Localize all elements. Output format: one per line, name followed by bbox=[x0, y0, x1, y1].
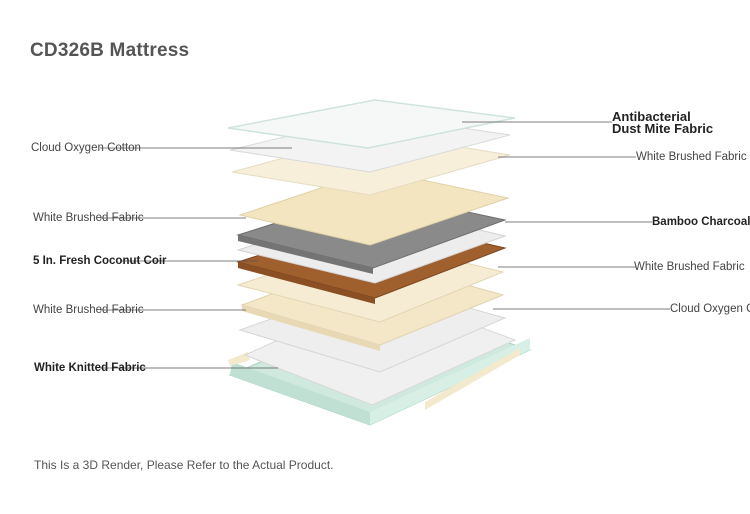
label-coconut-coir: 5 In. Fresh Coconut Coir bbox=[33, 255, 167, 267]
label-white-brushed-fabric-left-1: White Brushed Fabric bbox=[33, 212, 144, 224]
label-antibacterial-line2: Dust Mite Fabric bbox=[612, 121, 714, 136]
label-bamboo-charcoal: Bamboo Charcoal bbox=[652, 216, 750, 228]
label-white-knitted-fabric: White Knitted Fabric bbox=[34, 362, 146, 374]
label-cloud-oxygen-right: Cloud Oxygen C bbox=[670, 303, 750, 315]
label-cloud-oxygen-cotton: Cloud Oxygen Cotton bbox=[31, 142, 141, 154]
render-disclaimer: This Is a 3D Render, Please Refer to the… bbox=[34, 458, 334, 472]
page-title: CD326B Mattress bbox=[30, 40, 190, 61]
layer-top-antibacterial-fabric bbox=[227, 99, 516, 149]
leader-lines bbox=[100, 121, 670, 369]
label-white-brushed-fabric-right-1: White Brushed Fabric bbox=[636, 151, 747, 163]
label-white-brushed-fabric-right-2: White Brushed Fabric bbox=[634, 261, 745, 273]
label-antibacterial-line1: Antibacterial bbox=[612, 109, 691, 124]
label-white-brushed-fabric-left-2: White Brushed Fabric bbox=[33, 304, 144, 316]
